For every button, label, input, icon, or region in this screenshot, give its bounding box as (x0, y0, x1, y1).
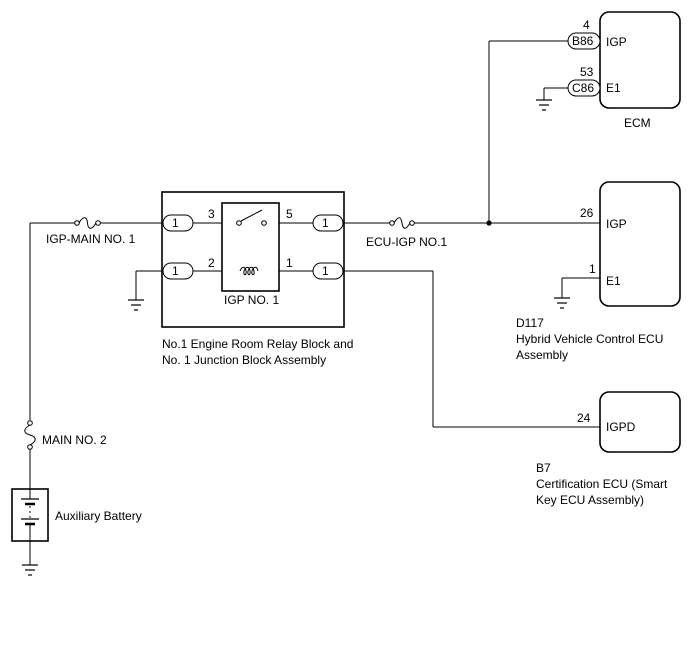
hv-ecu-pin-26: 26 (580, 206, 594, 220)
relay-connector-right-top: 1 (312, 214, 344, 232)
cert-ecu-name-line1: Certification ECU (Smart (536, 477, 668, 491)
relay-connector-right-bottom: 1 (312, 262, 344, 280)
hv-ecu-pin-1: 1 (589, 262, 596, 276)
ecm-connector-b86: B86 (567, 32, 601, 50)
ground-symbol-relay (128, 299, 144, 311)
relay-pin-2: 2 (208, 256, 215, 270)
svg-text:1: 1 (172, 264, 179, 278)
ecm-name: ECM (624, 116, 651, 130)
ground-symbol-battery (22, 564, 38, 576)
hv-ecu-name-line2: Assembly (516, 348, 568, 362)
ecm-pin-53: 53 (580, 65, 594, 79)
cert-ecu-box (599, 391, 681, 453)
svg-text:1: 1 (172, 216, 179, 230)
ecm-connector-c86: C86 (567, 79, 601, 97)
hv-ecu-name-line1: Hybrid Vehicle Control ECU (516, 332, 663, 346)
cert-ecu-pin-24: 24 (577, 411, 591, 425)
relay-block-title-line1: No.1 Engine Room Relay Block and (162, 337, 353, 351)
battery-symbol (21, 489, 39, 541)
wire-junction-dot (486, 220, 492, 226)
cert-ecu-signal-igpd: IGPD (606, 420, 636, 434)
relay-coil-symbol (239, 266, 259, 276)
relay-pin-3: 3 (208, 207, 215, 221)
fuse-igp-main-label: IGP-MAIN NO. 1 (46, 232, 136, 246)
hv-ecu-box (599, 181, 681, 307)
relay-block-title-line2: No. 1 Junction Block Assembly (162, 353, 326, 367)
ecm-signal-igp: IGP (606, 35, 627, 49)
fuse-main-no2-symbol (24, 420, 36, 450)
wires (29, 40, 600, 565)
fuse-ecu-igp-symbol (389, 217, 415, 229)
fuse-ecu-igp-label: ECU-IGP NO.1 (366, 235, 447, 249)
hv-ecu-signal-igp: IGP (606, 217, 627, 231)
ecm-box (599, 11, 681, 109)
relay-pin-5: 5 (286, 207, 293, 221)
relay-connector-left-top: 1 (162, 214, 194, 232)
relay-name-label: IGP NO. 1 (224, 293, 279, 307)
cert-ecu-name-line2: Key ECU Assembly) (536, 493, 644, 507)
relay-connector-left-bottom: 1 (162, 262, 194, 280)
svg-text:B86: B86 (572, 34, 594, 48)
fuse-igp-main-symbol (74, 217, 101, 229)
relay-igp-box (221, 202, 280, 292)
svg-text:1: 1 (322, 216, 329, 230)
relay-switch-symbol (236, 209, 267, 226)
battery-label: Auxiliary Battery (55, 509, 142, 523)
ecm-pin-4: 4 (583, 18, 590, 32)
fuse-main-no2-label: MAIN NO. 2 (42, 433, 107, 447)
ground-symbol-hv-ecu (554, 297, 570, 309)
ecm-signal-e1: E1 (606, 81, 621, 95)
ground-symbol-ecm (536, 99, 552, 111)
relay-pin-1: 1 (286, 256, 293, 270)
svg-text:C86: C86 (572, 81, 594, 95)
hv-ecu-signal-e1: E1 (606, 274, 621, 288)
hv-ecu-code: D117 (516, 316, 544, 330)
svg-text:1: 1 (322, 264, 329, 278)
cert-ecu-code: B7 (536, 461, 551, 475)
